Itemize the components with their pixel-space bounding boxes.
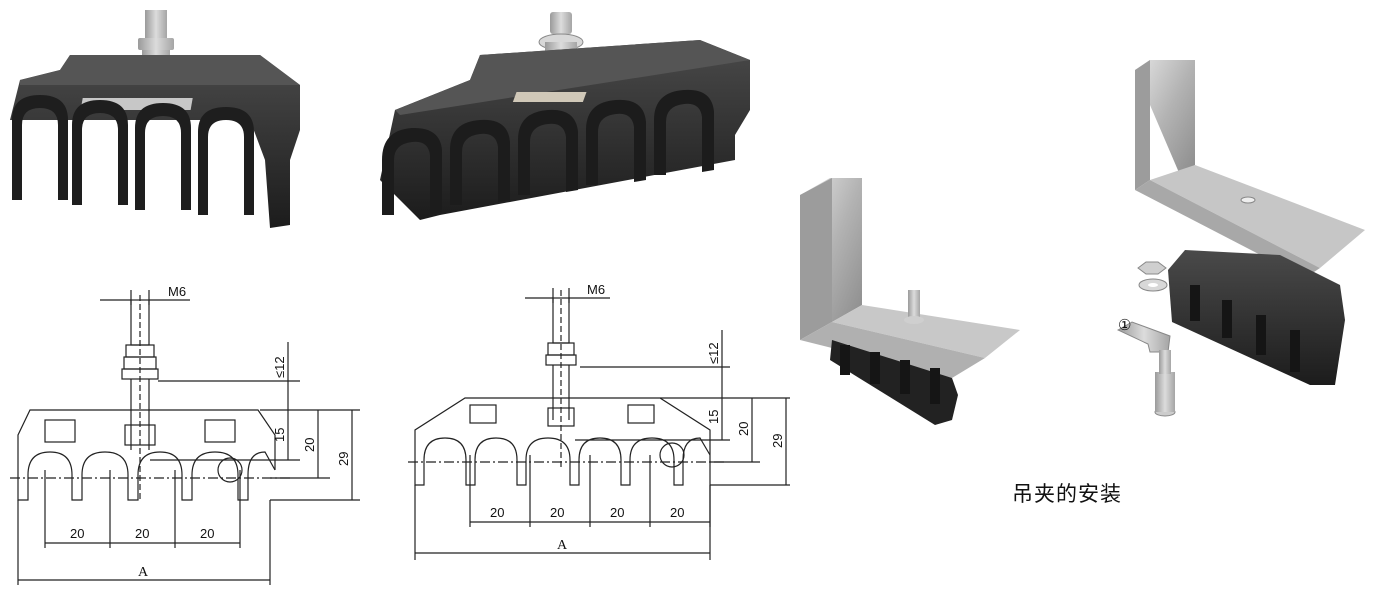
- assembly-caption: 吊夹的安装: [1012, 482, 1122, 506]
- clamp-4way-render: [10, 10, 300, 228]
- clamp-5way-render: [380, 12, 750, 220]
- clamp-4way-drawing: [10, 290, 360, 585]
- clamp5-dim-15: 15: [706, 410, 721, 424]
- clamp5-thread-label: M6: [587, 282, 605, 297]
- clamp4-dim-20: 20: [302, 438, 317, 452]
- clamp5-pitch-1: 20: [490, 505, 504, 520]
- clamp4-dim-15: 15: [272, 428, 287, 442]
- clamp5-dim-29: 29: [770, 434, 785, 448]
- clamp4-pitch-1: 20: [70, 526, 84, 541]
- clamp5-pitch-3: 20: [610, 505, 624, 520]
- clamp-5way-drawing: [408, 288, 790, 560]
- callout-1: ①: [1118, 318, 1131, 334]
- clamp4-overall-label: A: [138, 565, 149, 580]
- clamp4-pitch-3: 20: [200, 526, 214, 541]
- clamp5-pitch-2: 20: [550, 505, 564, 520]
- clamp5-dim-max12: ≤12: [706, 342, 721, 364]
- clamp4-dim-29: 29: [336, 452, 351, 466]
- clamp5-dim-20: 20: [736, 422, 751, 436]
- clamp4-pitch-2: 20: [135, 526, 149, 541]
- assembled-bracket-render: [800, 178, 1020, 425]
- clamp5-overall-label: A: [557, 538, 568, 553]
- clamp5-pitch-4: 20: [670, 505, 684, 520]
- clamp4-dim-max12: ≤12: [272, 356, 287, 378]
- exploded-bracket-render: [1116, 60, 1365, 417]
- clamp4-thread-label: M6: [168, 284, 186, 299]
